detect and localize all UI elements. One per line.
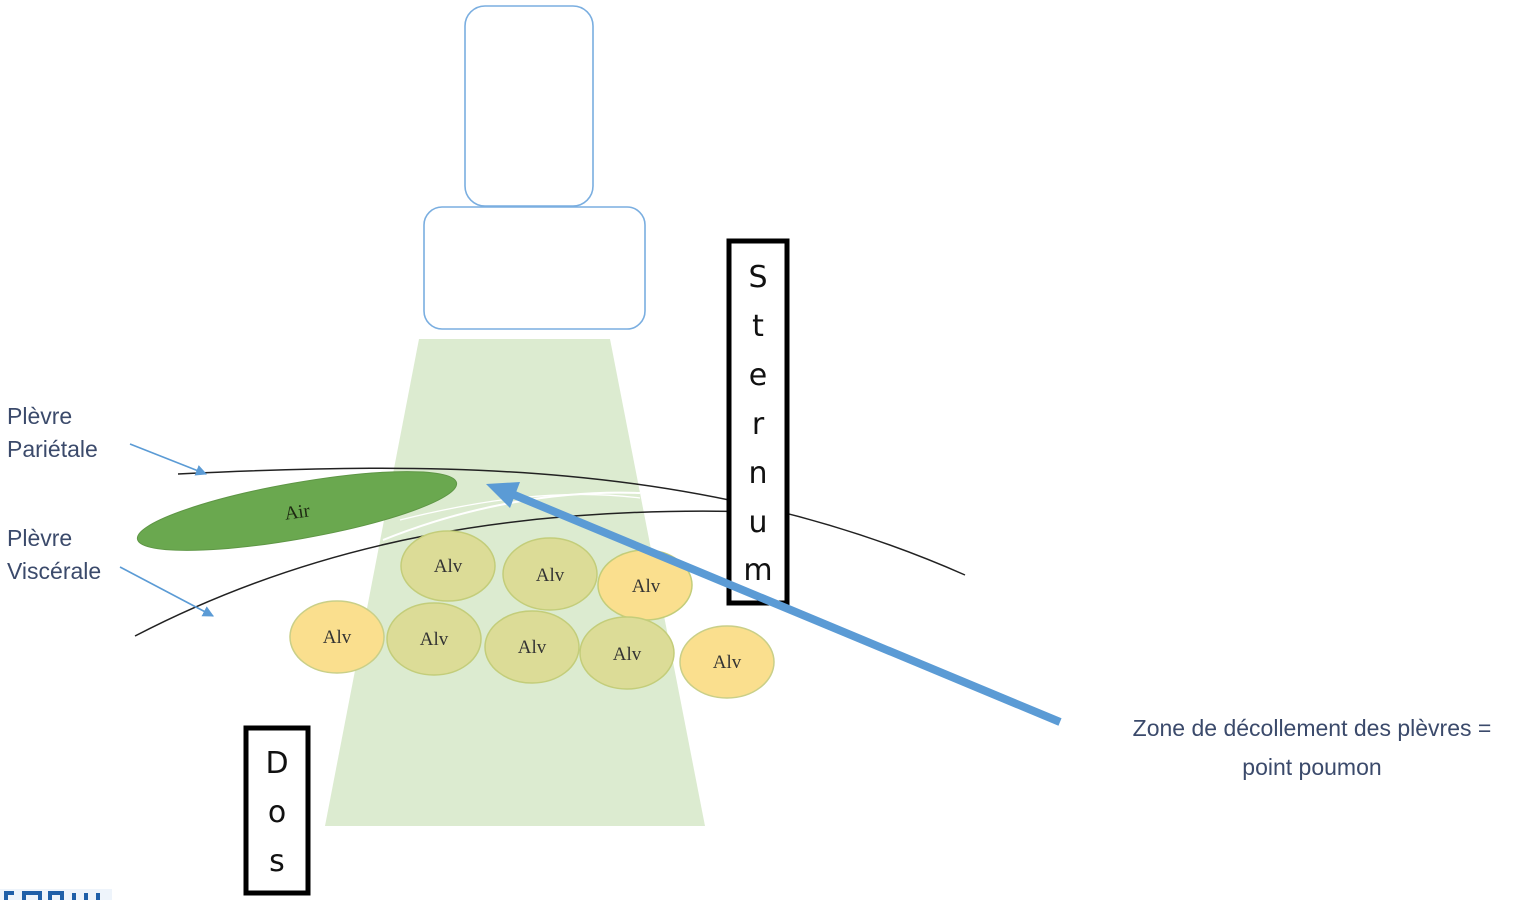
sternum-box: [726, 238, 790, 606]
dos-letter: s: [269, 844, 285, 879]
visceral-pleura-label: Plèvre: [7, 525, 72, 551]
pleura-highlight: [382, 491, 641, 541]
alveolus-label: Alv: [323, 627, 352, 648]
air-pocket: [136, 471, 458, 551]
sternum-letter: m: [743, 553, 772, 588]
parietal-pleura-arrow: [129, 443, 208, 476]
alveolus-label: Alv: [713, 652, 742, 673]
sternum-letter: r: [752, 407, 765, 442]
sternum-letter: n: [748, 456, 767, 491]
alveolus: [289, 600, 385, 674]
alveolus-label: Alv: [518, 637, 547, 658]
lung-point-label: Zone de décollement des plèvres =: [1133, 715, 1492, 741]
alveolus: [579, 616, 675, 690]
alveolus: [679, 625, 775, 699]
alveolus-label: Alv: [613, 644, 642, 665]
dos-letter: o: [268, 795, 286, 830]
alveolus: [502, 537, 598, 611]
parietal-pleura-line: [177, 467, 966, 576]
sternum-letter: t: [752, 309, 764, 344]
alveolus: [386, 602, 482, 676]
air-label: Air: [283, 500, 312, 524]
lung-point-arrow-head: [486, 482, 520, 508]
lung-point-label: point poumon: [1242, 754, 1381, 780]
alveolus-label: Alv: [434, 556, 463, 577]
dos-box: [243, 725, 311, 896]
probe-head: [423, 206, 646, 330]
sternum-letter: u: [748, 505, 767, 540]
sternum-letter: S: [748, 260, 767, 295]
probe-handle: [464, 5, 594, 207]
alveolus-label: Alv: [536, 565, 565, 586]
visceral-pleura-arrow: [119, 566, 214, 617]
partial-logo: [0, 889, 112, 900]
dos-letter: D: [265, 746, 288, 781]
sternum-letter: e: [749, 358, 767, 393]
lung-point-arrow-shaft: [510, 490, 1062, 726]
alveolus: [400, 530, 496, 602]
alveolus-label: Alv: [420, 629, 449, 650]
alveolus: [484, 610, 580, 684]
parietal-pleura-label: Plèvre: [7, 403, 72, 429]
alveolus-label: Alv: [632, 576, 661, 597]
parietal-pleura-label: Pariétale: [7, 436, 98, 462]
visceral-pleura-label: Viscérale: [7, 558, 101, 584]
